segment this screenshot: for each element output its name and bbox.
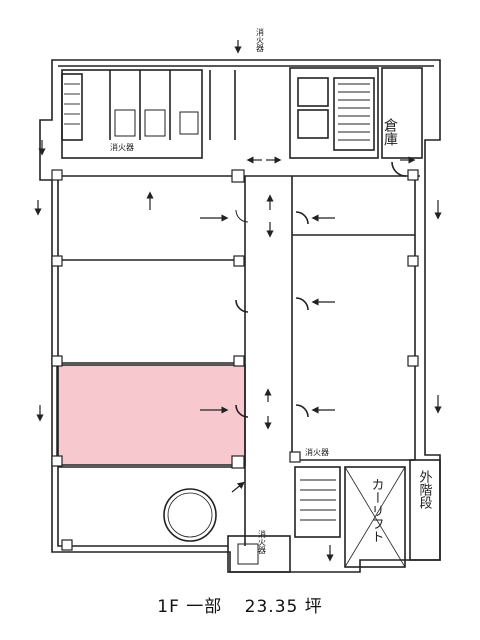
elevator-core: [289, 67, 379, 159]
highlighted-unit[interactable]: [56, 364, 246, 466]
fire-ext-label-4: 消火器: [258, 529, 267, 555]
floor-caption: 1F 一部 23.35 坪: [0, 592, 480, 617]
car-lift-label: カーリフト: [369, 478, 384, 543]
lower-stairs: [294, 466, 341, 538]
fire-ext-label-3: 消火器: [305, 447, 329, 457]
outer-wall: [39, 59, 441, 573]
floor-label: 1F 一部: [157, 597, 223, 617]
car-lift-shaft: [344, 466, 406, 568]
fire-ext-label: 消火器: [256, 27, 265, 53]
storage-room: [381, 67, 423, 159]
circular-lobby: [163, 488, 217, 542]
fire-ext-label-2: 消火器: [110, 142, 134, 152]
floor-plan: 倉庫 カーリフト 外階段 消火器 消火器 消火器 消火器: [34, 27, 442, 573]
storage-label: 倉庫: [382, 118, 398, 146]
area-label: 23.35 坪: [244, 597, 323, 617]
exterior-stairs-label: 外階段: [417, 470, 433, 509]
